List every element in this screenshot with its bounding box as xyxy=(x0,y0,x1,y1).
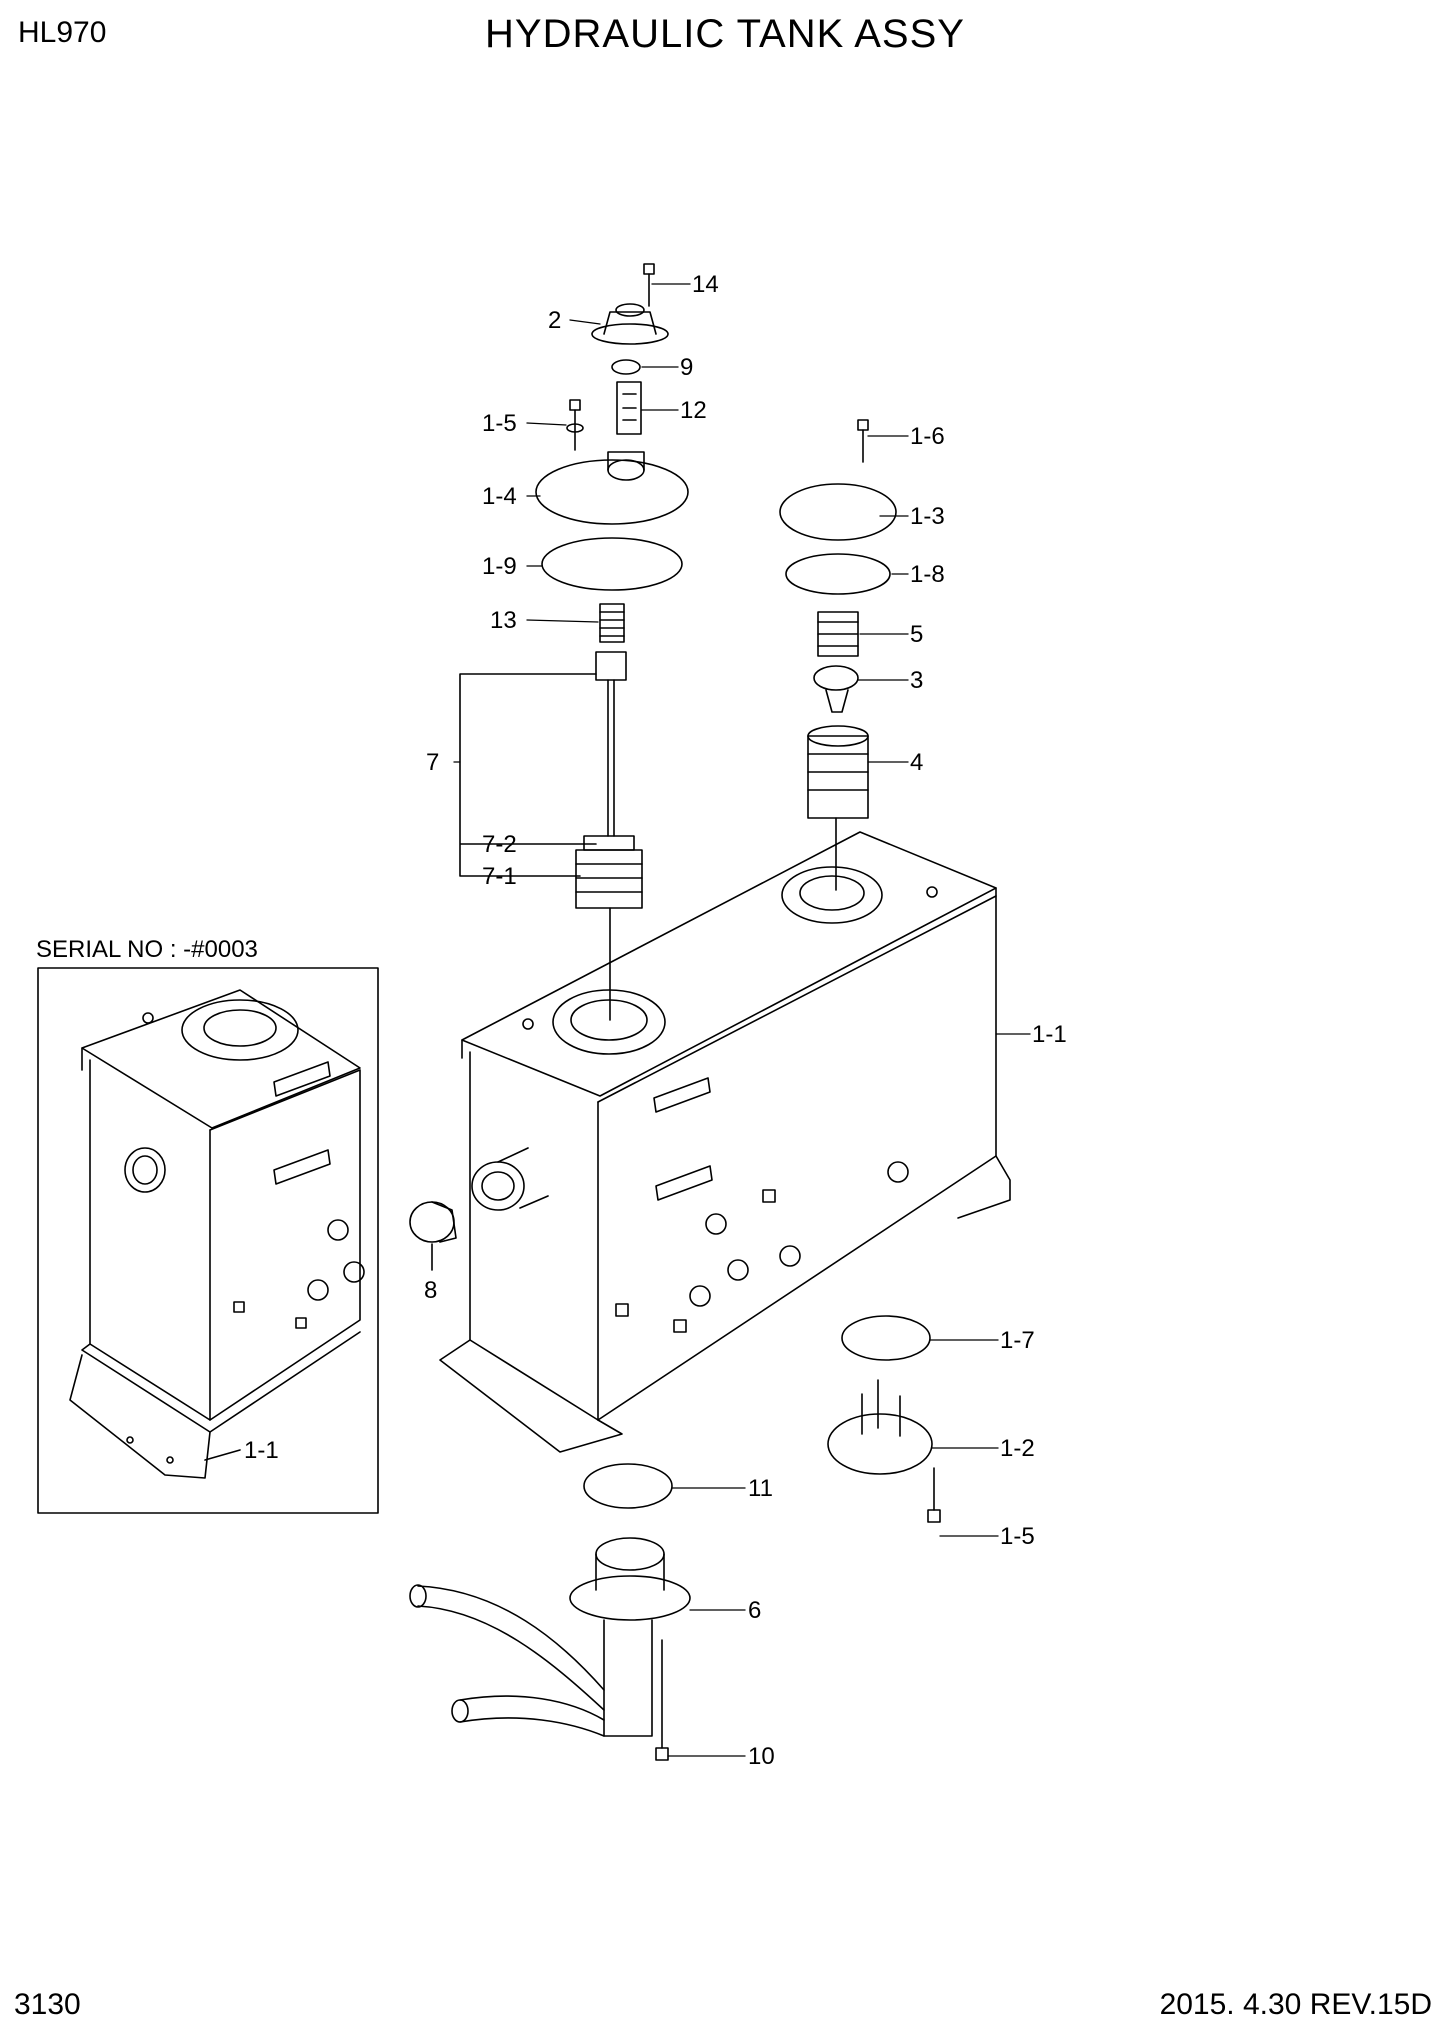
revision-date: 2015. 4.30 REV.15D xyxy=(1159,1988,1432,2021)
callout-3: 3 xyxy=(910,667,923,694)
part-2-cap xyxy=(591,303,669,345)
callout-8: 8 xyxy=(424,1277,437,1304)
model-code: HL970 xyxy=(18,16,107,49)
part-1-6-bolt xyxy=(857,419,869,463)
part-9-oring xyxy=(611,359,641,375)
callout-1-9: 1-9 xyxy=(482,553,517,580)
part-1-8-oring xyxy=(785,553,891,595)
callout-1-5-lower: 1-5 xyxy=(1000,1523,1035,1550)
inset-caption: SERIAL NO : -#0003 xyxy=(36,936,258,963)
page-number: 3130 xyxy=(14,1988,81,2021)
part-7-strainer-assy xyxy=(575,651,643,1021)
callout-5: 5 xyxy=(910,621,923,648)
part-11-oring xyxy=(583,1463,673,1509)
callout-10: 10 xyxy=(748,1743,775,1770)
callout-6: 6 xyxy=(748,1597,761,1624)
callout-12: 12 xyxy=(680,397,707,424)
callout-1-1: 1-1 xyxy=(1032,1021,1067,1048)
callout-1-3: 1-3 xyxy=(910,503,945,530)
part-3-valve xyxy=(813,665,859,713)
part-10-bolt xyxy=(655,1639,669,1761)
part-5-spring xyxy=(817,611,859,657)
callout-1-6: 1-6 xyxy=(910,423,945,450)
inset-callout-1-1: 1-1 xyxy=(244,1437,279,1464)
callout-13: 13 xyxy=(490,607,517,634)
part-6-suction-pipe xyxy=(409,1537,691,1737)
part-1-5-bolt-lower xyxy=(927,1467,941,1523)
callout-14: 14 xyxy=(692,271,719,298)
callout-2: 2 xyxy=(548,307,561,334)
part-1-9-oring xyxy=(541,537,683,591)
inset-tank-drawing xyxy=(69,989,365,1479)
callout-4: 4 xyxy=(910,749,923,776)
tank-body xyxy=(439,831,1011,1453)
callout-7: 7 xyxy=(426,749,439,776)
callout-1-2: 1-2 xyxy=(1000,1435,1035,1462)
callout-labels: 14 2 9 12 1-5 1-4 1-9 13 7 7-2 7-1 1-6 1… xyxy=(424,271,1067,1770)
part-1-4-cover xyxy=(535,451,689,525)
part-1-3-cover xyxy=(779,483,897,541)
leader-lines xyxy=(453,283,1031,1757)
bracket-7 xyxy=(459,673,597,877)
inset-panel: SERIAL NO : -#0003 xyxy=(36,936,379,1514)
callout-11: 11 xyxy=(748,1475,773,1502)
page-title: HYDRAULIC TANK ASSY xyxy=(485,12,965,56)
callout-1-8: 1-8 xyxy=(910,561,945,588)
part-1-7-oring xyxy=(841,1315,931,1361)
callout-9: 9 xyxy=(680,354,693,381)
part-13-spring xyxy=(599,603,625,643)
part-12-element xyxy=(616,381,642,435)
callout-7-1: 7-1 xyxy=(482,863,517,890)
part-14-bolt xyxy=(643,263,655,307)
part-1-2-plate xyxy=(827,1379,933,1475)
callout-1-4: 1-4 xyxy=(482,483,517,510)
part-8-plug xyxy=(409,1201,457,1271)
callout-7-2: 7-2 xyxy=(482,831,517,858)
part-1-5-bolt-upper xyxy=(566,399,584,451)
part-4-filter xyxy=(807,725,869,891)
callout-1-7: 1-7 xyxy=(1000,1327,1035,1354)
callout-1-5-upper: 1-5 xyxy=(482,410,517,437)
